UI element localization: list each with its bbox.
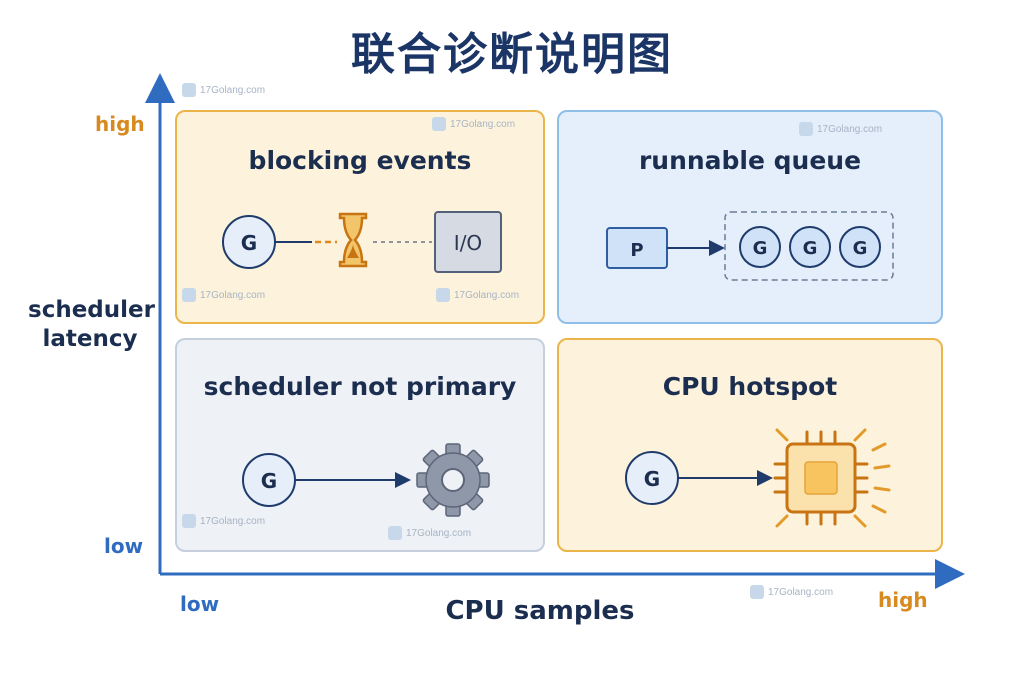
- watermark-text: 17Golang.com: [454, 289, 520, 301]
- queued-goroutine-label: G: [753, 238, 768, 259]
- scheduler-not-primary-diagram: G: [242, 443, 490, 517]
- y-axis-title-line2: latency: [42, 326, 138, 352]
- watermark-logo-icon: [388, 526, 402, 540]
- watermark-logo-icon: [799, 122, 813, 136]
- queued-goroutine: [739, 226, 781, 268]
- watermark-text: 17Golang.com: [768, 586, 834, 598]
- processor-label: P: [630, 240, 643, 261]
- watermark: 17Golang.com: [432, 117, 515, 131]
- quadrant-blocking-events: blocking events G I/O: [175, 110, 545, 324]
- y-axis-title: scheduler latency: [28, 296, 155, 354]
- watermark-logo-icon: [750, 585, 764, 599]
- watermark-text: 17Golang.com: [200, 515, 266, 527]
- watermark-text: 17Golang.com: [200, 289, 266, 301]
- goroutine-label: G: [644, 467, 660, 491]
- watermark: 17Golang.com: [799, 122, 882, 136]
- quadrant-title: blocking events: [248, 146, 472, 175]
- watermark: 17Golang.com: [182, 288, 265, 302]
- quadrant-title: scheduler not primary: [203, 372, 517, 401]
- io-device: [434, 211, 502, 273]
- watermark-logo-icon: [432, 117, 446, 131]
- watermark-text: 17Golang.com: [406, 527, 472, 539]
- quadrant-title: runnable queue: [638, 146, 862, 175]
- heat-rays-icon: [775, 428, 891, 528]
- watermark: 17Golang.com: [182, 83, 265, 97]
- blocking-events-diagram: G I/O: [222, 211, 502, 273]
- watermark: 17Golang.com: [436, 288, 519, 302]
- watermark-logo-icon: [436, 288, 450, 302]
- run-queue-box: [724, 211, 894, 281]
- page-title: 联合诊断说明图: [351, 29, 673, 80]
- y-high-label: high: [95, 112, 145, 136]
- x-low-label: low: [180, 592, 220, 616]
- goroutine-label: G: [241, 231, 257, 255]
- watermark-text: 17Golang.com: [817, 123, 883, 135]
- quadrant-scheduler-not-primary: scheduler not primary G: [175, 338, 545, 552]
- io-label: I/O: [454, 231, 482, 255]
- watermark-logo-icon: [182, 514, 196, 528]
- cpu-chip-icon: [773, 430, 869, 526]
- queued-goroutine-label: G: [853, 238, 868, 259]
- watermark-logo-icon: [182, 83, 196, 97]
- x-high-label: high: [878, 588, 928, 612]
- watermark-logo-icon: [182, 288, 196, 302]
- y-low-label: low: [104, 534, 144, 558]
- watermark: 17Golang.com: [750, 585, 833, 599]
- y-axis-title-line1: scheduler: [28, 297, 155, 323]
- watermark: 17Golang.com: [388, 526, 471, 540]
- gear-icon: [416, 443, 490, 517]
- watermark-text: 17Golang.com: [450, 118, 516, 130]
- x-axis-title: CPU samples: [445, 596, 635, 626]
- quadrant-title: CPU hotspot: [662, 372, 838, 401]
- watermark-text: 17Golang.com: [200, 84, 266, 96]
- cpu-hotspot-diagram: G: [625, 428, 891, 528]
- quadrant-cpu-hotspot: CPU hotspot G: [557, 338, 943, 552]
- goroutine-label: G: [261, 469, 277, 493]
- quadrant-runnable-queue: runnable queue P G G G: [557, 110, 943, 324]
- queued-goroutine: [839, 226, 881, 268]
- queued-goroutine: [789, 226, 831, 268]
- watermark: 17Golang.com: [182, 514, 265, 528]
- hourglass-icon: [338, 212, 368, 268]
- runnable-queue-diagram: P G G G: [606, 211, 894, 281]
- queued-goroutine-label: G: [803, 238, 818, 259]
